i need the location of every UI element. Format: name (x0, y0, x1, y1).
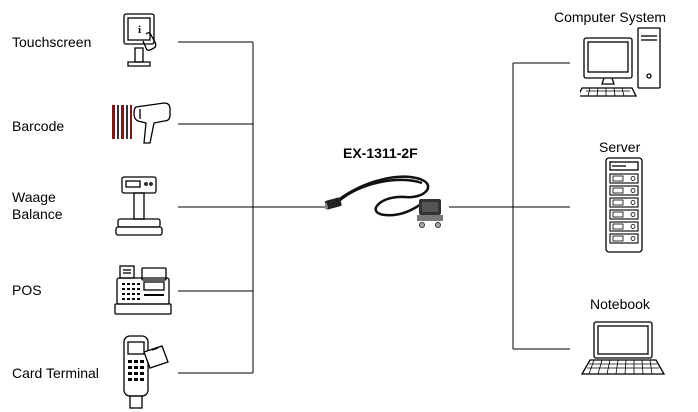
notebook-icon (580, 321, 666, 375)
barcode-scanner-icon (112, 102, 171, 144)
usb-serial-adapter-icon (325, 175, 443, 228)
label-notebook: Notebook (590, 296, 650, 312)
scale-icon (115, 176, 163, 236)
desktop-computer-icon (580, 27, 661, 97)
label-card-terminal: Card Terminal (12, 365, 99, 381)
touchscreen-kiosk-icon: i (123, 13, 157, 67)
server-rack-icon (605, 157, 643, 253)
label-touchscreen: Touchscreen (12, 34, 92, 50)
label-server: Server (599, 139, 641, 155)
cash-register-icon (114, 265, 172, 315)
label-computer-system: Computer System (554, 9, 667, 25)
adapter-model-title: EX-1311-2F (343, 145, 418, 161)
label-scale: Waage Balance (12, 189, 63, 222)
label-pos: POS (12, 282, 42, 298)
svg-text:i: i (138, 24, 141, 36)
label-barcode: Barcode (12, 118, 65, 134)
card-terminal-icon (123, 335, 169, 409)
